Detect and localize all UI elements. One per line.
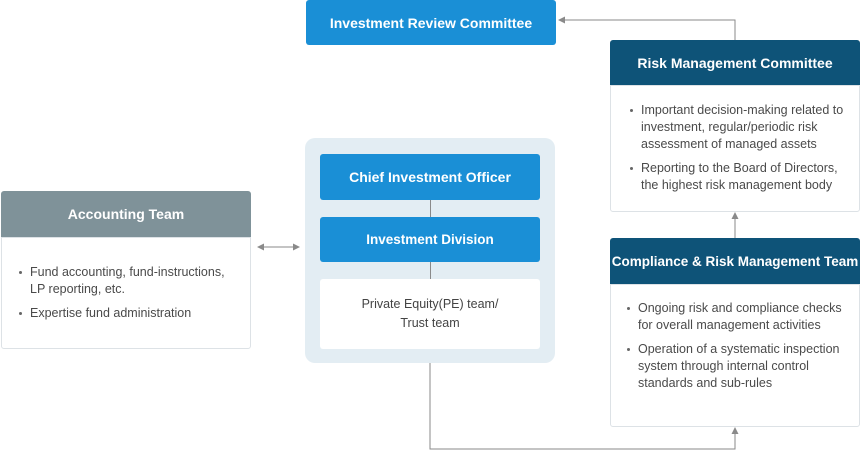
compliance-team-panel: Ongoing risk and compliance checks for o… [610,284,860,427]
accounting-item: Expertise fund administration [17,305,238,322]
compliance-item: Ongoing risk and compliance checks for o… [625,300,851,334]
compliance-team-header: Compliance & Risk Management Team [610,238,860,284]
connector-cio-division [430,200,431,217]
arrowhead-left [257,243,264,251]
chief-investment-officer-box: Chief Investment Officer [320,154,540,200]
arrow-group-to-compliance [429,363,736,450]
arrowhead-risk [731,212,739,219]
pe-trust-team-box: Private Equity(PE) team/ Trust team [320,279,540,349]
trust-team-label: Trust team [400,316,460,330]
risk-committee-item: Reporting to the Board of Directors, the… [628,160,847,194]
investment-division-box: Investment Division [320,217,540,262]
risk-committee-item: Important decision-making related to inv… [628,102,847,153]
arrowhead-review [558,16,565,24]
pe-team-label: Private Equity(PE) team/ [361,297,499,311]
connector-division-teams [430,262,431,279]
arrow-risk-to-review [562,19,736,40]
risk-management-committee-header: Risk Management Committee [610,40,860,85]
compliance-item: Operation of a systematic inspection sys… [625,341,851,392]
accounting-team-header: Accounting Team [1,191,251,237]
risk-management-committee-panel: Important decision-making related to inv… [610,85,860,212]
accounting-team-panel: Fund accounting, fund-instructions, LP r… [1,237,251,349]
investment-review-committee-box: Investment Review Committee [306,0,556,45]
accounting-item: Fund accounting, fund-instructions, LP r… [17,264,238,298]
arrowhead-compliance [731,427,739,434]
arrowhead-right [293,243,300,251]
